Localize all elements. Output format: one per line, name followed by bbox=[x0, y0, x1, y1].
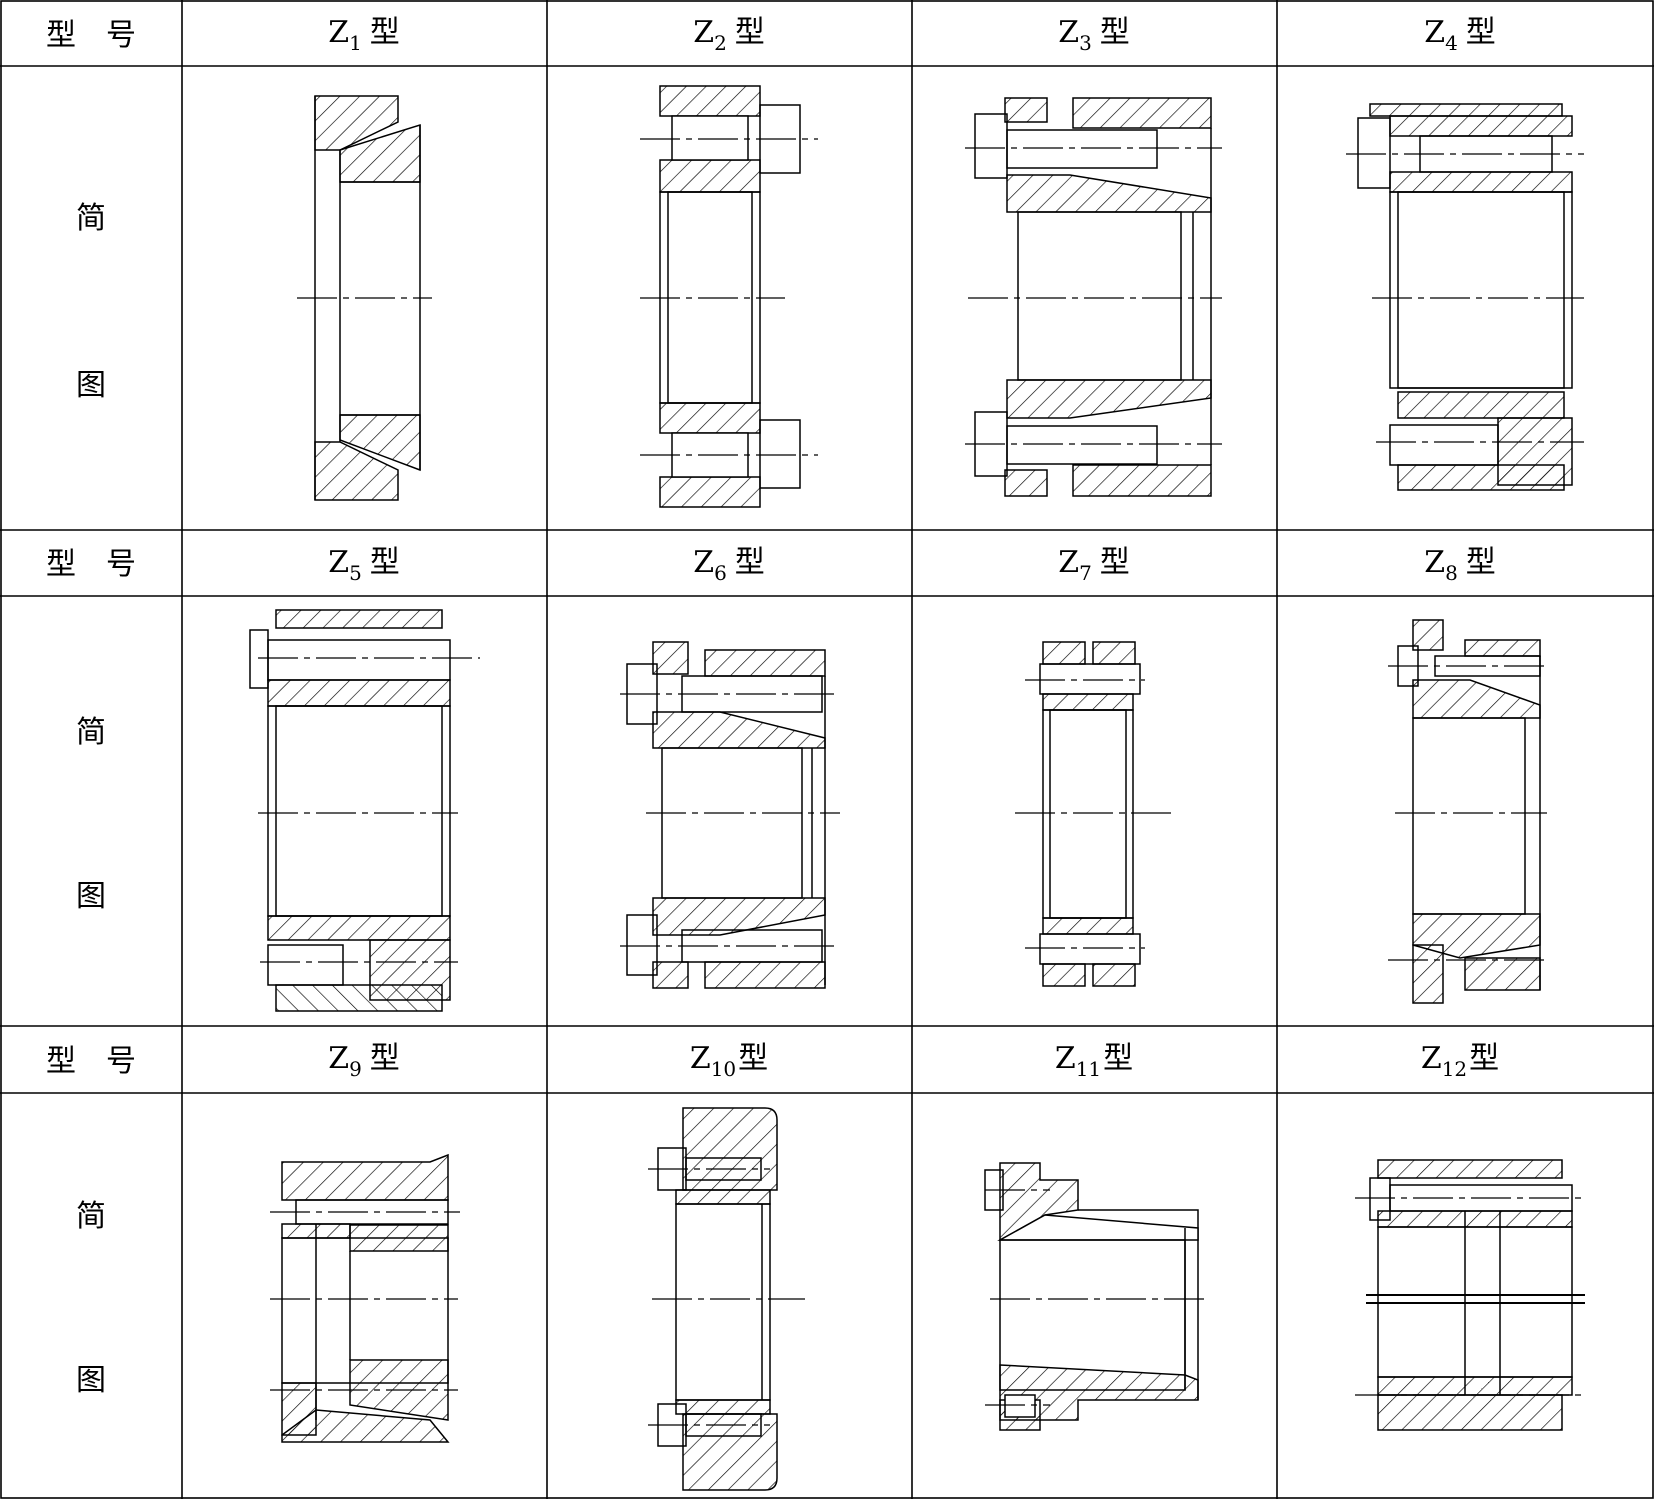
type-row-label: 型 号 bbox=[46, 547, 136, 582]
row-labels: 型 号 型 号 型 号 简 图 简 图 简 图 bbox=[46, 18, 136, 1398]
diagram-z11 bbox=[984, 1162, 1205, 1431]
type-header-z12: Z12型 bbox=[1421, 1041, 1499, 1081]
diagram-z1 bbox=[297, 95, 432, 501]
diagram-z2 bbox=[640, 85, 818, 508]
diagram-label-top: 简 bbox=[76, 715, 106, 750]
type-row-label: 型 号 bbox=[46, 18, 136, 53]
diagram-z4 bbox=[1346, 103, 1584, 491]
diagram-z9 bbox=[270, 1153, 460, 1443]
type-row-label: 型 号 bbox=[46, 1044, 136, 1079]
diagram-z7 bbox=[1015, 641, 1172, 987]
diagram-label-bottom: 图 bbox=[76, 879, 106, 914]
diagram-label-top: 简 bbox=[76, 201, 106, 236]
diagram-z3 bbox=[965, 97, 1222, 497]
diagram-label-top: 简 bbox=[76, 1199, 106, 1234]
diagram-label-bottom: 图 bbox=[76, 1363, 106, 1398]
diagram-z12 bbox=[1355, 1159, 1585, 1431]
diagram-z10 bbox=[648, 1107, 805, 1491]
diagram-z8 bbox=[1388, 619, 1547, 1004]
type-header-z11: Z11型 bbox=[1055, 1041, 1133, 1081]
diagram-label-bottom: 图 bbox=[76, 368, 106, 403]
type-header-z10: Z10型 bbox=[690, 1041, 768, 1081]
diagram-z6 bbox=[620, 641, 840, 989]
diagram-z5 bbox=[249, 609, 480, 1012]
